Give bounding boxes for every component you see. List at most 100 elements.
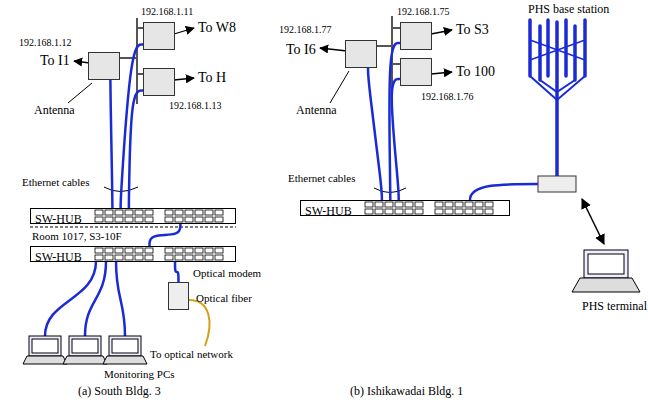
hub-port (405, 209, 413, 214)
ip-address: 192.168.1.12 (19, 37, 72, 49)
hub-port (135, 255, 143, 260)
part-label: Ethernet cables (288, 172, 356, 185)
hub-port (385, 209, 393, 214)
hub-port (195, 248, 203, 253)
hub-port (125, 248, 133, 253)
hub-port (115, 217, 123, 222)
radio-link (582, 199, 604, 244)
hub-port (145, 217, 153, 222)
hub-port (125, 255, 133, 260)
optical-modem: Optical modem (168, 282, 189, 310)
part-label: Optical fiber (196, 292, 252, 305)
hub-port (115, 255, 123, 260)
hub-port (165, 248, 173, 253)
antenna-unit: 192.168.1.12 (88, 52, 120, 80)
hub-port (215, 255, 223, 260)
antenna-unit: 192.168.1.75 (400, 22, 432, 50)
antenna-unit: 192.168.1.11 (143, 22, 175, 50)
destination-label: To H (198, 70, 226, 86)
hub-port (195, 255, 203, 260)
hub-port (125, 210, 133, 215)
hub-port (455, 209, 463, 214)
hub-port (95, 248, 103, 253)
hub-port (165, 255, 173, 260)
hub-port (485, 209, 493, 214)
ethernet-cable (149, 224, 180, 246)
hub-port (185, 210, 193, 215)
antenna-unit: 192.168.1.13 (143, 68, 175, 96)
ip-address: 192.168.1.11 (141, 6, 193, 18)
optical-fiber (189, 300, 210, 346)
destination-label: To W8 (198, 20, 236, 36)
destination-label: To S3 (456, 22, 489, 38)
hub-port (405, 202, 413, 207)
hub-port (205, 210, 213, 215)
hub-port (455, 202, 463, 207)
hub-label: SW-HUB (31, 212, 86, 226)
hub-port (365, 202, 373, 207)
hub-port (195, 217, 203, 222)
ip-address: 192.168.1.75 (397, 6, 450, 18)
part-label: To optical network (150, 348, 233, 361)
ethernet-cable (121, 44, 143, 208)
hub-port (475, 202, 483, 207)
hub-port (145, 248, 153, 253)
ip-address: 192.168.1.76 (421, 91, 474, 103)
hub-port (95, 210, 103, 215)
ethernet-cable (470, 184, 538, 200)
ip-address: 192.168.1.13 (169, 100, 222, 112)
destination-label: To I1 (40, 53, 70, 69)
ethernet-cable (368, 68, 382, 200)
switching-hub: SW-HUB (30, 208, 236, 224)
part-label: PHS base station (528, 3, 609, 17)
hub-port (445, 209, 453, 214)
part-label: Optical modem (193, 267, 261, 280)
hub-port (205, 255, 213, 260)
hub-port (475, 209, 483, 214)
hub-port (395, 202, 403, 207)
ethernet-cable (45, 261, 125, 336)
leader-line (330, 71, 349, 103)
hub-port (375, 209, 383, 214)
direction-arrow (320, 30, 452, 74)
hub-port (175, 217, 183, 222)
hub-port (125, 217, 133, 222)
phs-adapter-box (538, 176, 576, 192)
hub-port (435, 209, 443, 214)
part-label: Antenna (296, 104, 337, 118)
hub-port (115, 248, 123, 253)
hub-port (135, 217, 143, 222)
hub-port (135, 210, 143, 215)
hub-port (385, 202, 393, 207)
hub-port (165, 217, 173, 222)
hub-ports (94, 209, 226, 223)
panel-caption: (a) South Bldg. 3 (78, 385, 161, 399)
room-label: Room 1017, S3-10F (32, 230, 122, 243)
part-label: PHS terminal (582, 300, 647, 314)
hub-port (175, 210, 183, 215)
hub-port (95, 217, 103, 222)
ethernet-cable (129, 90, 143, 208)
hub-port (175, 248, 183, 253)
switching-hub: SW-HUB (300, 200, 510, 216)
hub-port (435, 202, 443, 207)
hub-port (215, 248, 223, 253)
hub-port (105, 248, 113, 253)
hub-port (135, 248, 143, 253)
hub-port (465, 202, 473, 207)
hub-port (375, 202, 383, 207)
hub-ports (364, 201, 496, 215)
floor-divider (30, 227, 236, 228)
hub-port (215, 217, 223, 222)
antenna-unit: 192.168.1.76 (400, 58, 432, 86)
hub-label: SW-HUB (301, 204, 356, 218)
leader-line (68, 83, 92, 103)
hub-port (105, 255, 113, 260)
hub-port (185, 255, 193, 260)
hub-port (395, 209, 403, 214)
hub-port (415, 209, 423, 214)
hub-port (185, 217, 193, 222)
destination-label: To 100 (456, 64, 495, 80)
hub-port (165, 210, 173, 215)
